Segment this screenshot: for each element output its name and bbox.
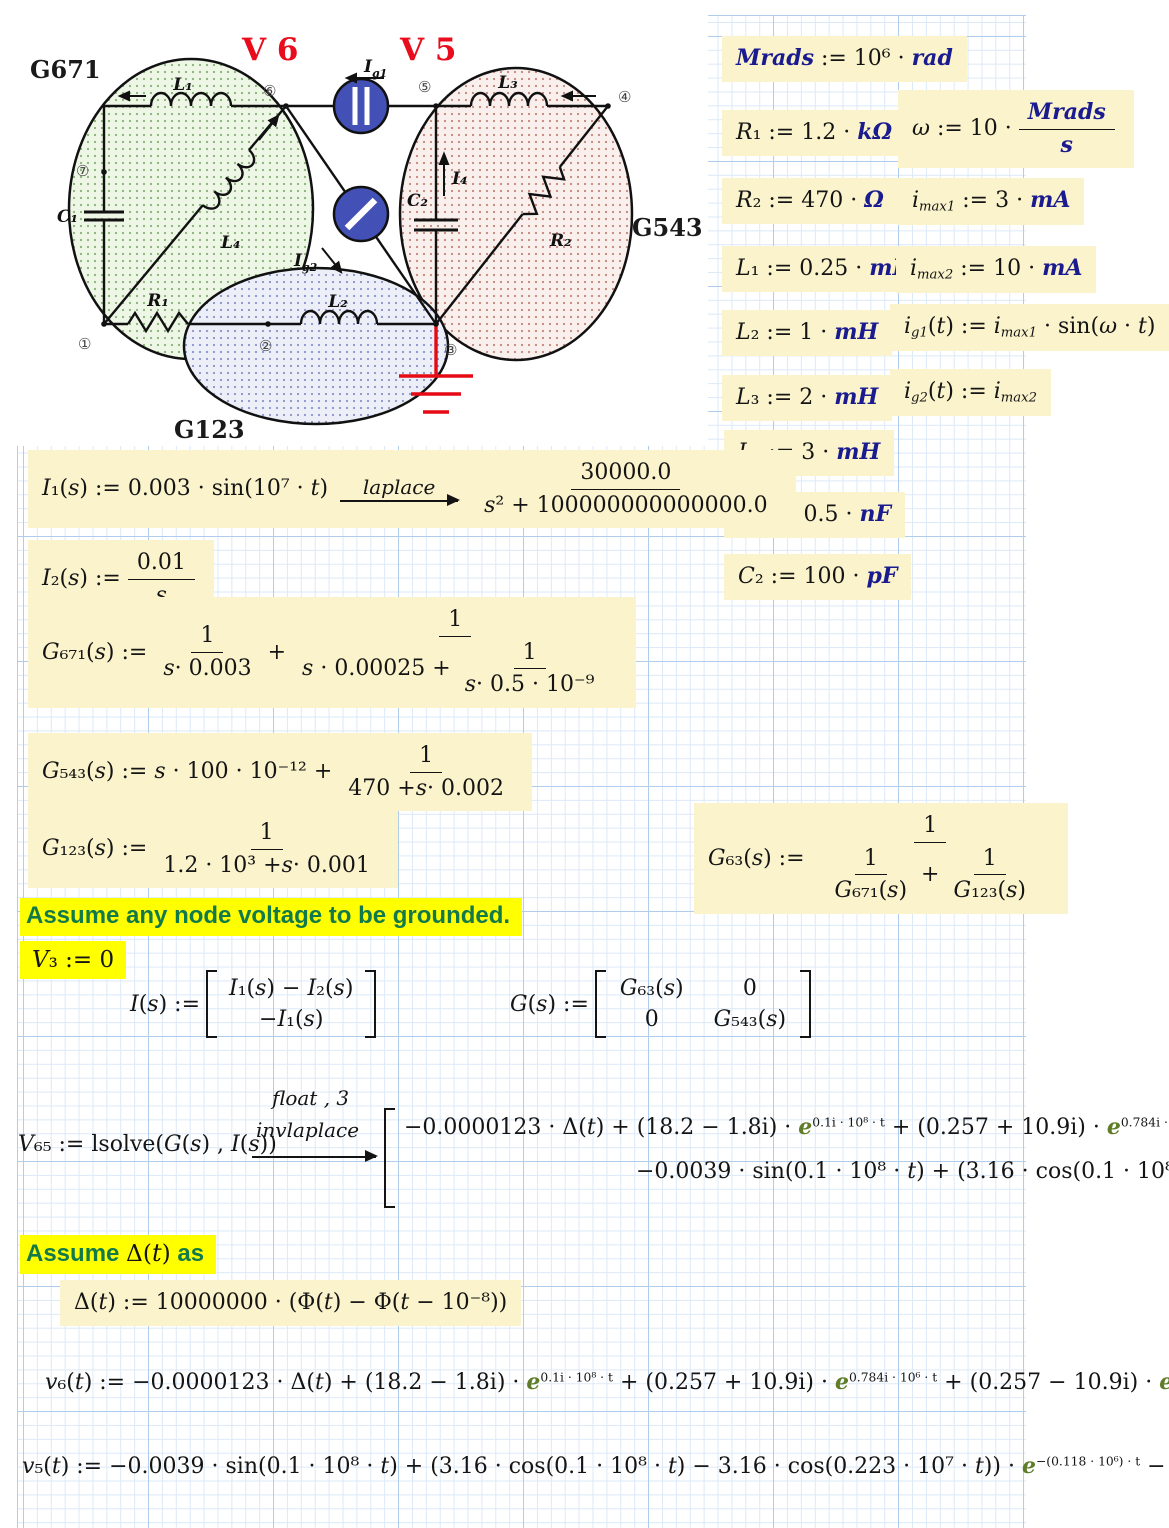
circuit-diagram: L₁ C₁ L₄ R₁ L₂ L₃ C₂ R₂ I₄ Ig1 Ig2 ⑥ ⑤ ④…: [16, 14, 708, 446]
eq-v65: V₆₅ := lsolve(G(s) , I(s)) float , 3 inv…: [0, 1082, 1169, 1222]
result-left-bracket: [384, 1108, 395, 1208]
label-g123: G123: [174, 415, 245, 444]
label-ig1: Ig1: [363, 57, 387, 80]
svg-text:⑤: ⑤: [418, 78, 431, 96]
v65-float3-label: float , 3: [272, 1086, 350, 1110]
current-source-ig1: [332, 77, 390, 135]
def-c2: C₂ := 100 · pF: [724, 554, 912, 600]
right-bracket: [365, 970, 377, 1038]
label-g671: G671: [30, 55, 101, 84]
eq-g543: G₅₄₃(s) := s · 100 · 10⁻¹² + 1 470 + s ·…: [28, 733, 532, 811]
laplace-arrow: laplace: [340, 475, 461, 506]
omega-fraction: Mrads s: [1018, 99, 1115, 159]
resistor-r1: [126, 310, 189, 334]
label-v6: V 6: [241, 32, 298, 68]
def-ig1: ig1(t) := imax1 · sin(ω · t): [890, 304, 1169, 351]
def-imax2: imax2 := 10 · mA: [896, 246, 1097, 293]
laplace-label: laplace: [362, 475, 436, 499]
label-l1: L₁: [172, 75, 192, 95]
current-arrows: [117, 72, 596, 274]
g-matrix: G₆₃(s) 0 0 G₅₄₃(s): [594, 970, 812, 1038]
label-l4: L₄: [220, 233, 240, 253]
eq-g671: G₆₇₁(s) := 1 s · 0.003 + 1 s · 0.00025 +…: [28, 597, 637, 708]
label-c1: C₁: [57, 207, 78, 227]
svg-text:①: ①: [78, 335, 91, 353]
label-i4: I₄: [451, 169, 467, 189]
note-grounded: Assume any node voltage to be grounded.: [20, 898, 523, 936]
region-g543-ellipse: [398, 66, 634, 362]
eq-i2-fraction: 0.01 s: [127, 549, 195, 609]
i-matrix: I₁(s) − I₂(s) −I₁(s): [206, 970, 377, 1038]
eq-delta: Δ(t) := 10000000 · (Φ(t) − Φ(t − 10⁻⁸)): [60, 1280, 522, 1326]
inductor-l4: [201, 149, 256, 210]
def-mrads: Mrads := 10⁶ · rad: [722, 36, 967, 82]
capacitor-c2: [414, 218, 458, 232]
matrix-row: −I₁(s): [259, 1007, 324, 1032]
matrix-cell: G₆₃(s): [619, 976, 684, 1001]
def-r1-text: R₁ := 1.2 · kΩ: [736, 119, 893, 145]
label-r1: R₁: [146, 291, 169, 311]
matrix-cell: G₅₄₃(s): [713, 1007, 787, 1032]
def-l3: L₃ := 2 · mH: [722, 375, 893, 421]
def-mrads-text: Mrads := 10⁶ · rad: [736, 45, 953, 71]
eq-i1: I₁(s) := 0.003 · sin(10⁷ · t) laplace 30…: [28, 450, 796, 528]
invlaplace-arrow-line: [252, 1150, 378, 1162]
def-ig2: ig2(t) := imax2: [890, 369, 1051, 416]
inductor-l2: [299, 309, 379, 325]
label-l2: L₂: [327, 292, 347, 312]
circuit-wires: [84, 91, 609, 334]
inductor-l1: [149, 91, 233, 107]
def-r2: R₂ := 470 · Ω: [722, 178, 898, 224]
def-imax1: imax1 := 3 · mA: [898, 178, 1085, 225]
eq-v5: v₅(t) := −0.0039 · sin(0.1 · 10⁸ · t) + …: [22, 1453, 1169, 1479]
svg-text:④: ④: [618, 88, 631, 106]
plus-operator: +: [267, 639, 287, 665]
eq-i1-lhs: I₁(s) := 0.003 · sin(10⁷ · t): [42, 476, 329, 502]
note-assume-delta: Assume Δ(t) as: [20, 1235, 217, 1274]
label-ig2: Ig2: [293, 251, 318, 274]
label-c2: C₂: [407, 191, 428, 211]
def-l2: L₂ := 1 · mH: [722, 310, 893, 356]
laplace-arrow-line: [340, 494, 461, 506]
label-l3: L₃: [497, 73, 517, 93]
label-r2: R₂: [549, 231, 572, 251]
inductor-l3: [469, 91, 549, 107]
left-bracket: [206, 970, 218, 1038]
svg-text:②: ②: [259, 337, 272, 355]
capacitor-c1: [84, 210, 124, 222]
eq-v6: v₆(t) := −0.0000123 · Δ(t) + (18.2 − 1.8…: [45, 1369, 1169, 1395]
matrix-cell: 0: [644, 1007, 659, 1032]
svg-text:⑥: ⑥: [263, 82, 276, 100]
matrix-row: I₁(s) − I₂(s): [229, 976, 354, 1001]
def-omega: ω := 10 · Mrads s: [898, 90, 1134, 168]
label-v5: V 5: [399, 32, 456, 68]
matrix-cell: 0: [742, 976, 757, 1001]
svg-text:③: ③: [444, 341, 457, 359]
eq-g123: G₁₂₃(s) := 1 1.2 · 10³ + s · 0.001: [28, 810, 398, 888]
svg-text:⑦: ⑦: [76, 162, 89, 180]
v65-invlaplace-label: invlaplace: [256, 1118, 360, 1142]
note-v3: V₃ := 0: [20, 941, 127, 979]
current-source-ig2: [332, 185, 390, 243]
v65-result-row2: −0.0039 · sin(0.1 · 10⁸ · t) + (3.16 · c…: [636, 1159, 1169, 1184]
v65-lhs: V₆₅ := lsolve(G(s) , I(s)): [18, 1132, 277, 1157]
resistor-r2: [522, 166, 566, 216]
v65-result-row1: −0.0000123 · Δ(t) + (18.2 − 1.8i) · e0.1…: [404, 1114, 1169, 1140]
ground-symbol: [399, 324, 473, 414]
eq-g-matrix: G(s) := G₆₃(s) 0 0 G₅₄₃(s): [510, 970, 815, 1038]
node-numbers: ⑥ ⑤ ④ ⑦ ① ② ③: [76, 78, 631, 359]
def-l1: L₁ := 0.25 · mH: [722, 246, 928, 292]
circuit-svg: L₁ C₁ L₄ R₁ L₂ L₃ C₂ R₂ I₄ Ig1 Ig2 ⑥ ⑤ ④…: [30, 32, 703, 444]
def-r1: R₁ := 1.2 · kΩ: [722, 110, 907, 156]
region-g123-ellipse: [182, 266, 450, 426]
def-omega-lhs: ω := 10 ·: [912, 116, 1012, 142]
eq-i-matrix: I(s) := I₁(s) − I₂(s) −I₁(s): [130, 970, 380, 1038]
label-g543: G543: [632, 213, 703, 242]
node-dots: [101, 103, 611, 327]
